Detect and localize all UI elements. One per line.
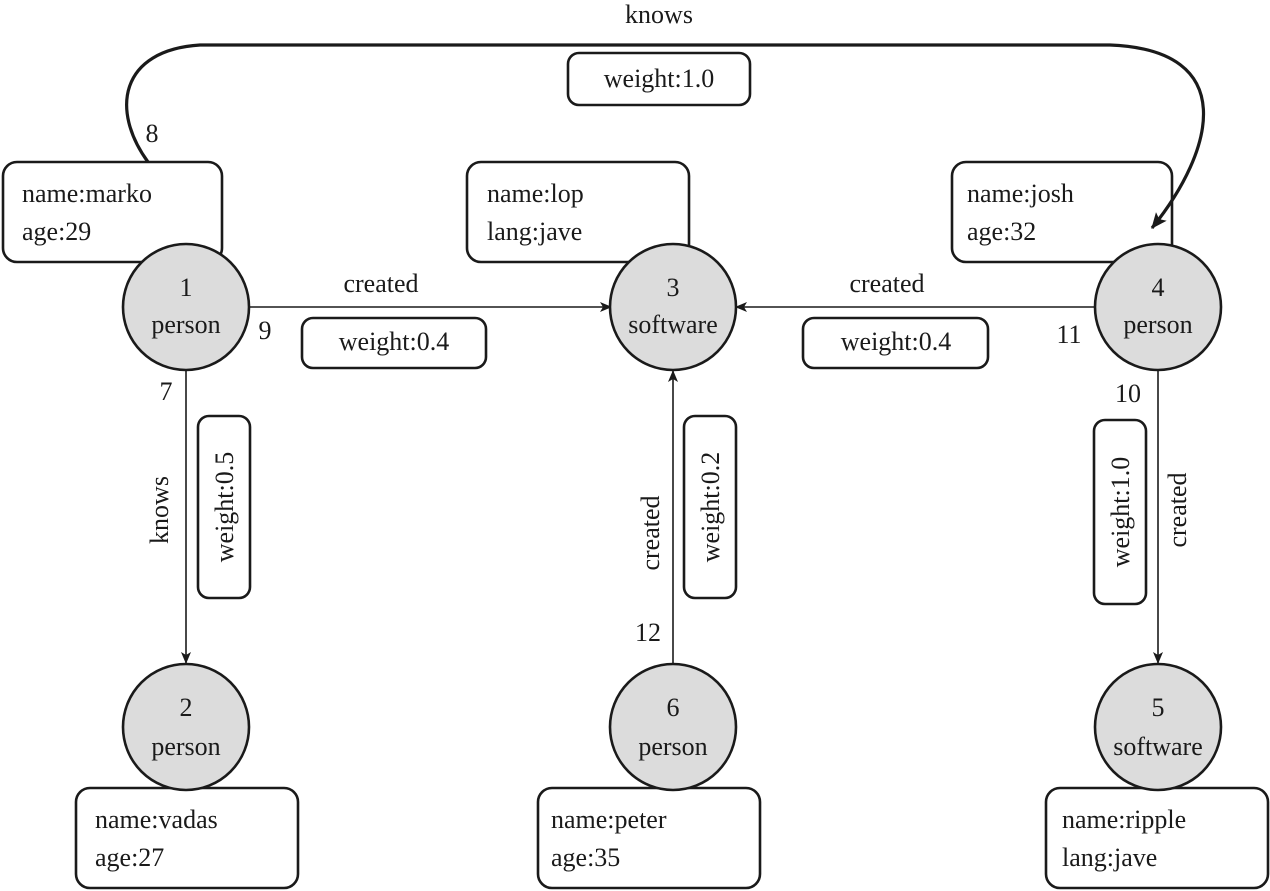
- vertex-circle: [608, 242, 738, 372]
- weight-box: [1092, 418, 1148, 606]
- edge-label: created: [1163, 472, 1192, 547]
- vertex-1-properties: name:marko age:29: [1, 160, 224, 264]
- property-age: age:35: [551, 843, 620, 872]
- property-name: name:peter: [551, 805, 667, 834]
- edge-label: knows: [145, 476, 174, 544]
- weight-box: [682, 414, 738, 600]
- vertex-circle: [121, 662, 251, 792]
- weight-box: [196, 414, 252, 600]
- property-box: [1, 160, 224, 264]
- vertex-5: 5 software: [1093, 662, 1223, 792]
- vertex-label: person: [638, 732, 707, 761]
- vertex-4: 4 person: [1093, 242, 1223, 372]
- vertex-6: 6 person: [608, 662, 738, 792]
- edge-id: 8: [146, 119, 159, 148]
- weight-label: weight:0.4: [841, 327, 952, 356]
- property-box: [536, 786, 762, 890]
- vertex-circle: [1093, 242, 1223, 372]
- property-name: name:vadas: [95, 805, 218, 834]
- property-name: name:lop: [487, 179, 584, 208]
- vertex-5-properties: name:ripple lang:jave: [1044, 786, 1270, 890]
- weight-box: [801, 316, 990, 370]
- edge-8-knows: knows weight:1.0 8: [125, 0, 1206, 230]
- vertex-circle: [1093, 662, 1223, 792]
- edge-10-created: 10 weight:1.0 created: [1092, 370, 1192, 664]
- vertex-circle: [121, 242, 251, 372]
- edge-id: 11: [1056, 320, 1081, 349]
- vertex-label: software: [628, 310, 718, 339]
- edge-7-knows: 7 knows weight:0.5: [145, 370, 252, 664]
- property-name: name:marko: [22, 179, 152, 208]
- vertex-id: 2: [180, 693, 193, 722]
- edge-id: 10: [1115, 379, 1141, 408]
- vertex-id: 3: [667, 273, 680, 302]
- vertex-1: 1 person: [121, 242, 251, 372]
- vertex-4-properties: name:josh age:32: [950, 160, 1174, 264]
- vertex-3: 3 software: [608, 242, 738, 372]
- edge-id: 9: [259, 316, 272, 345]
- property-box: [1044, 786, 1270, 890]
- vertex-6-properties: name:peter age:35: [536, 786, 762, 890]
- edge-label: created: [343, 269, 418, 298]
- vertex-id: 6: [667, 693, 680, 722]
- property-lang: lang:jave: [1062, 843, 1157, 872]
- property-age: age:27: [95, 843, 164, 872]
- vertex-label: person: [151, 310, 220, 339]
- vertex-id: 5: [1152, 693, 1165, 722]
- property-box: [465, 160, 691, 264]
- property-lang: lang:jave: [487, 217, 582, 246]
- vertex-id: 1: [180, 273, 193, 302]
- edge-9-created: created weight:0.4 9: [250, 269, 612, 370]
- weight-label: weight:0.2: [696, 452, 725, 563]
- edge-label: created: [636, 495, 665, 570]
- vertex-label: person: [1123, 310, 1192, 339]
- property-box: [950, 160, 1174, 264]
- weight-label: weight:0.5: [210, 452, 239, 563]
- property-name: name:josh: [967, 179, 1074, 208]
- weight-label: weight:0.4: [339, 327, 450, 356]
- vertex-circle: [608, 662, 738, 792]
- edge-label: created: [849, 269, 924, 298]
- property-age: age:32: [967, 217, 1036, 246]
- weight-label: weight:1.0: [604, 64, 715, 93]
- edge-11-created: created weight:0.4 11: [735, 269, 1095, 370]
- edge-id: 7: [160, 377, 173, 406]
- edge-label: knows: [625, 0, 693, 29]
- vertex-3-properties: name:lop lang:jave: [465, 160, 691, 264]
- vertex-label: person: [151, 732, 220, 761]
- weight-box: [300, 316, 488, 370]
- weight-box: [566, 51, 752, 107]
- property-name: name:ripple: [1062, 805, 1186, 834]
- vertex-2: 2 person: [121, 662, 251, 792]
- property-box: [74, 786, 300, 890]
- vertex-2-properties: name:vadas age:27: [74, 786, 300, 890]
- edge-12-created: 12 created weight:0.2: [635, 370, 738, 664]
- vertex-label: software: [1113, 732, 1203, 761]
- property-age: age:29: [22, 217, 91, 246]
- weight-label: weight:1.0: [1106, 457, 1135, 568]
- edge-id: 12: [635, 618, 661, 647]
- edge-curve: [125, 43, 1206, 230]
- vertex-id: 4: [1152, 273, 1165, 302]
